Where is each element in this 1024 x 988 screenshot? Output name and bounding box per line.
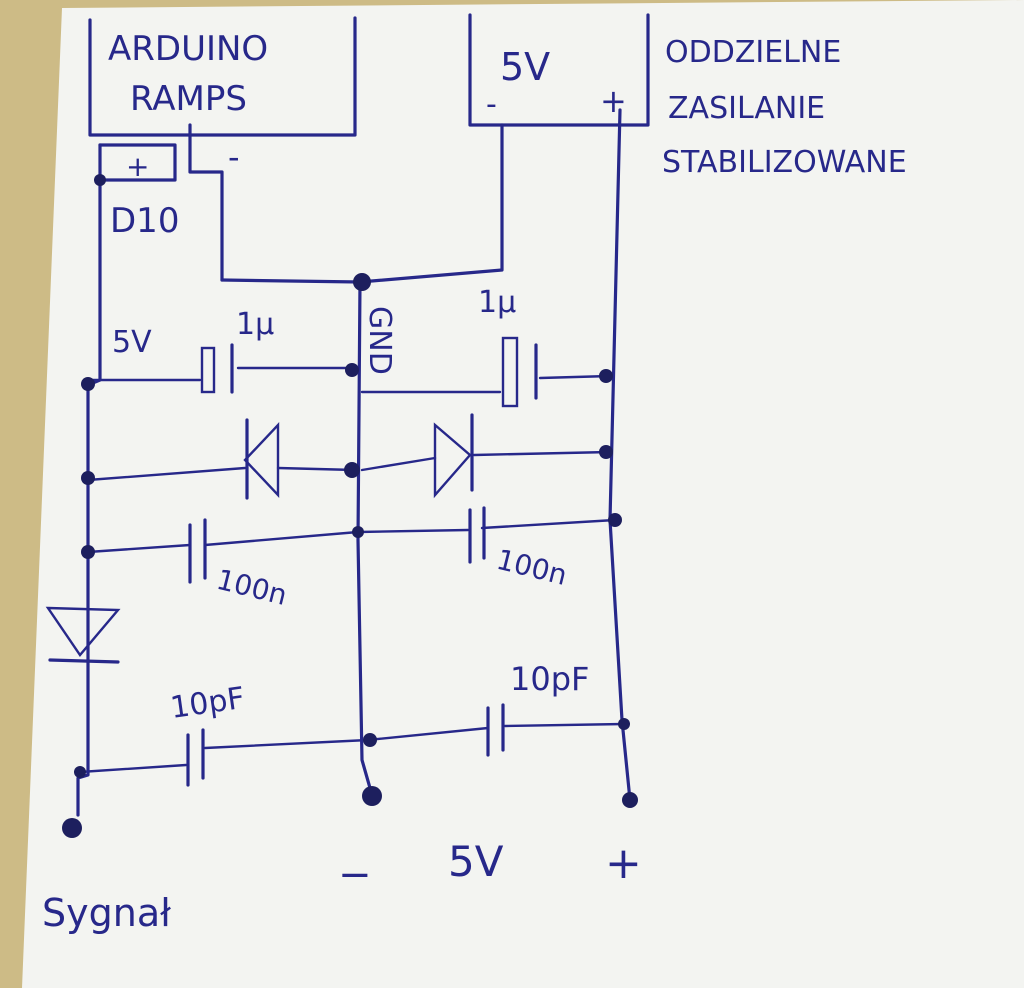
supply-note: ODDZIELNE ZASILANIE STABILIZOWANE — [662, 35, 907, 180]
capacitor-10p-left — [186, 728, 205, 787]
cap-10p-right-label: 10pF — [510, 660, 589, 698]
rail-5v-label: 5V — [112, 325, 152, 360]
cap-1u-left-label: 1μ — [236, 307, 274, 342]
pin-connector: + - D10 — [98, 123, 240, 282]
connector-plus-label: + — [126, 150, 149, 183]
cap-1u-right-label: 1μ — [478, 285, 516, 320]
bottom-plus-label: + — [605, 838, 642, 889]
supply-plus-label: + — [600, 82, 627, 120]
supply-voltage-label: 5V — [500, 45, 550, 89]
capacitor-10p-right — [486, 703, 505, 757]
capacitor-100n-left — [188, 518, 207, 584]
arduino-label: ARDUINO — [108, 29, 268, 69]
power-supply-block: 5V - + — [468, 13, 650, 127]
capacitor-1u-right — [501, 336, 538, 408]
capacitor-1u-left — [200, 343, 234, 394]
diode-signal — [45, 606, 121, 664]
paper-sheet — [22, 0, 1024, 988]
bottom-minus-label: − — [338, 852, 372, 898]
circuit-wires — [76, 108, 632, 817]
connector-minus-label: - — [228, 138, 240, 176]
pin-d10-label: D10 — [110, 201, 179, 241]
bottom-labels: Sygnał − 5V + — [42, 837, 642, 935]
gnd-label: GND — [362, 306, 397, 375]
diode-right — [433, 413, 474, 499]
capacitor-100n-right — [468, 506, 486, 564]
ramps-label: RAMPS — [130, 79, 247, 119]
arduino-ramps-block: ARDUINO RAMPS — [88, 16, 357, 137]
note-line-1: ODDZIELNE — [665, 35, 841, 70]
junction-dots — [62, 174, 638, 838]
diode-left — [243, 418, 280, 500]
signal-label: Sygnał — [42, 891, 171, 935]
supply-minus-label: - — [486, 87, 497, 122]
bottom-5v-label: 5V — [448, 837, 504, 886]
note-line-2: ZASILANIE — [668, 91, 825, 126]
note-line-3: STABILIZOWANE — [662, 145, 907, 180]
